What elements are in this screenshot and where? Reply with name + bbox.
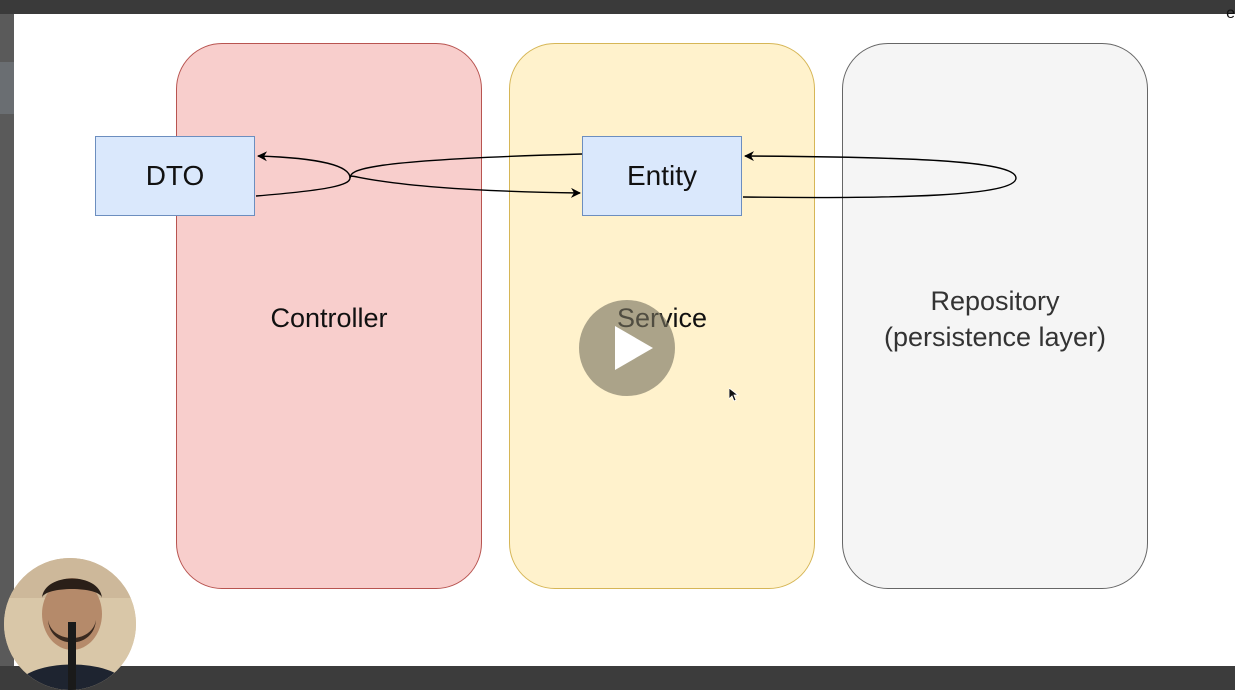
entity-box: Entity <box>582 136 742 216</box>
corner-glyph: e <box>1226 5 1235 22</box>
entity-repository-loop-arrow <box>742 151 1017 199</box>
left-panel-tab[interactable] <box>0 62 14 114</box>
dto-box: DTO <box>95 136 255 216</box>
window-top-bar <box>0 0 1235 14</box>
play-button[interactable] <box>579 300 675 396</box>
controller-lane: Controller <box>176 43 482 589</box>
mouse-cursor-icon <box>729 388 739 402</box>
controller-label: Controller <box>270 303 388 333</box>
persistence-layer-label: (persistence layer) <box>883 322 1107 352</box>
repository-lane: Repository (persistence layer) <box>842 43 1148 589</box>
dto-to-entity-arrow <box>255 175 581 198</box>
repository-label: Repository <box>930 286 1060 316</box>
entity-to-dto-arrow <box>257 151 583 179</box>
flow-arrows <box>255 151 1017 199</box>
left-panel-strip <box>0 14 14 666</box>
presenter-webcam <box>4 558 136 690</box>
presenter-silhouette-icon <box>4 558 136 690</box>
service-lane: Service <box>509 43 815 589</box>
play-icon <box>615 326 653 370</box>
